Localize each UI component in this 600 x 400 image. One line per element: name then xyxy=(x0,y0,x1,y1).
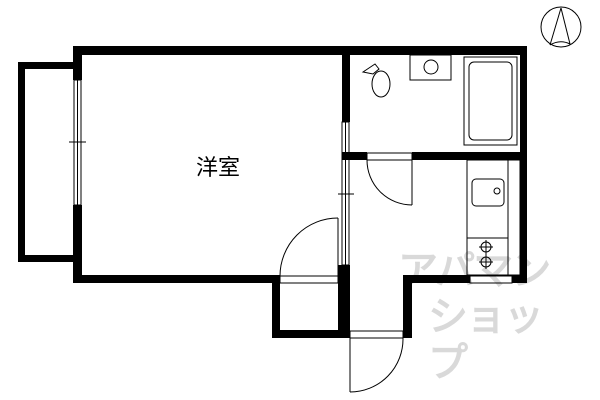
toilet-icon xyxy=(361,63,391,98)
walls xyxy=(18,46,527,338)
kitchen-sink-icon xyxy=(471,178,505,207)
fixtures xyxy=(361,6,582,276)
bathtub-icon xyxy=(463,56,518,146)
washbasin-icon xyxy=(409,54,452,81)
kitchen-counter xyxy=(466,159,521,276)
openings xyxy=(69,79,513,393)
north-arrow-icon xyxy=(540,6,582,48)
stove-burner-icon xyxy=(479,240,493,269)
room-label-western-room: 洋室 xyxy=(196,156,241,181)
watermark-line2: ショップ xyxy=(428,294,544,386)
